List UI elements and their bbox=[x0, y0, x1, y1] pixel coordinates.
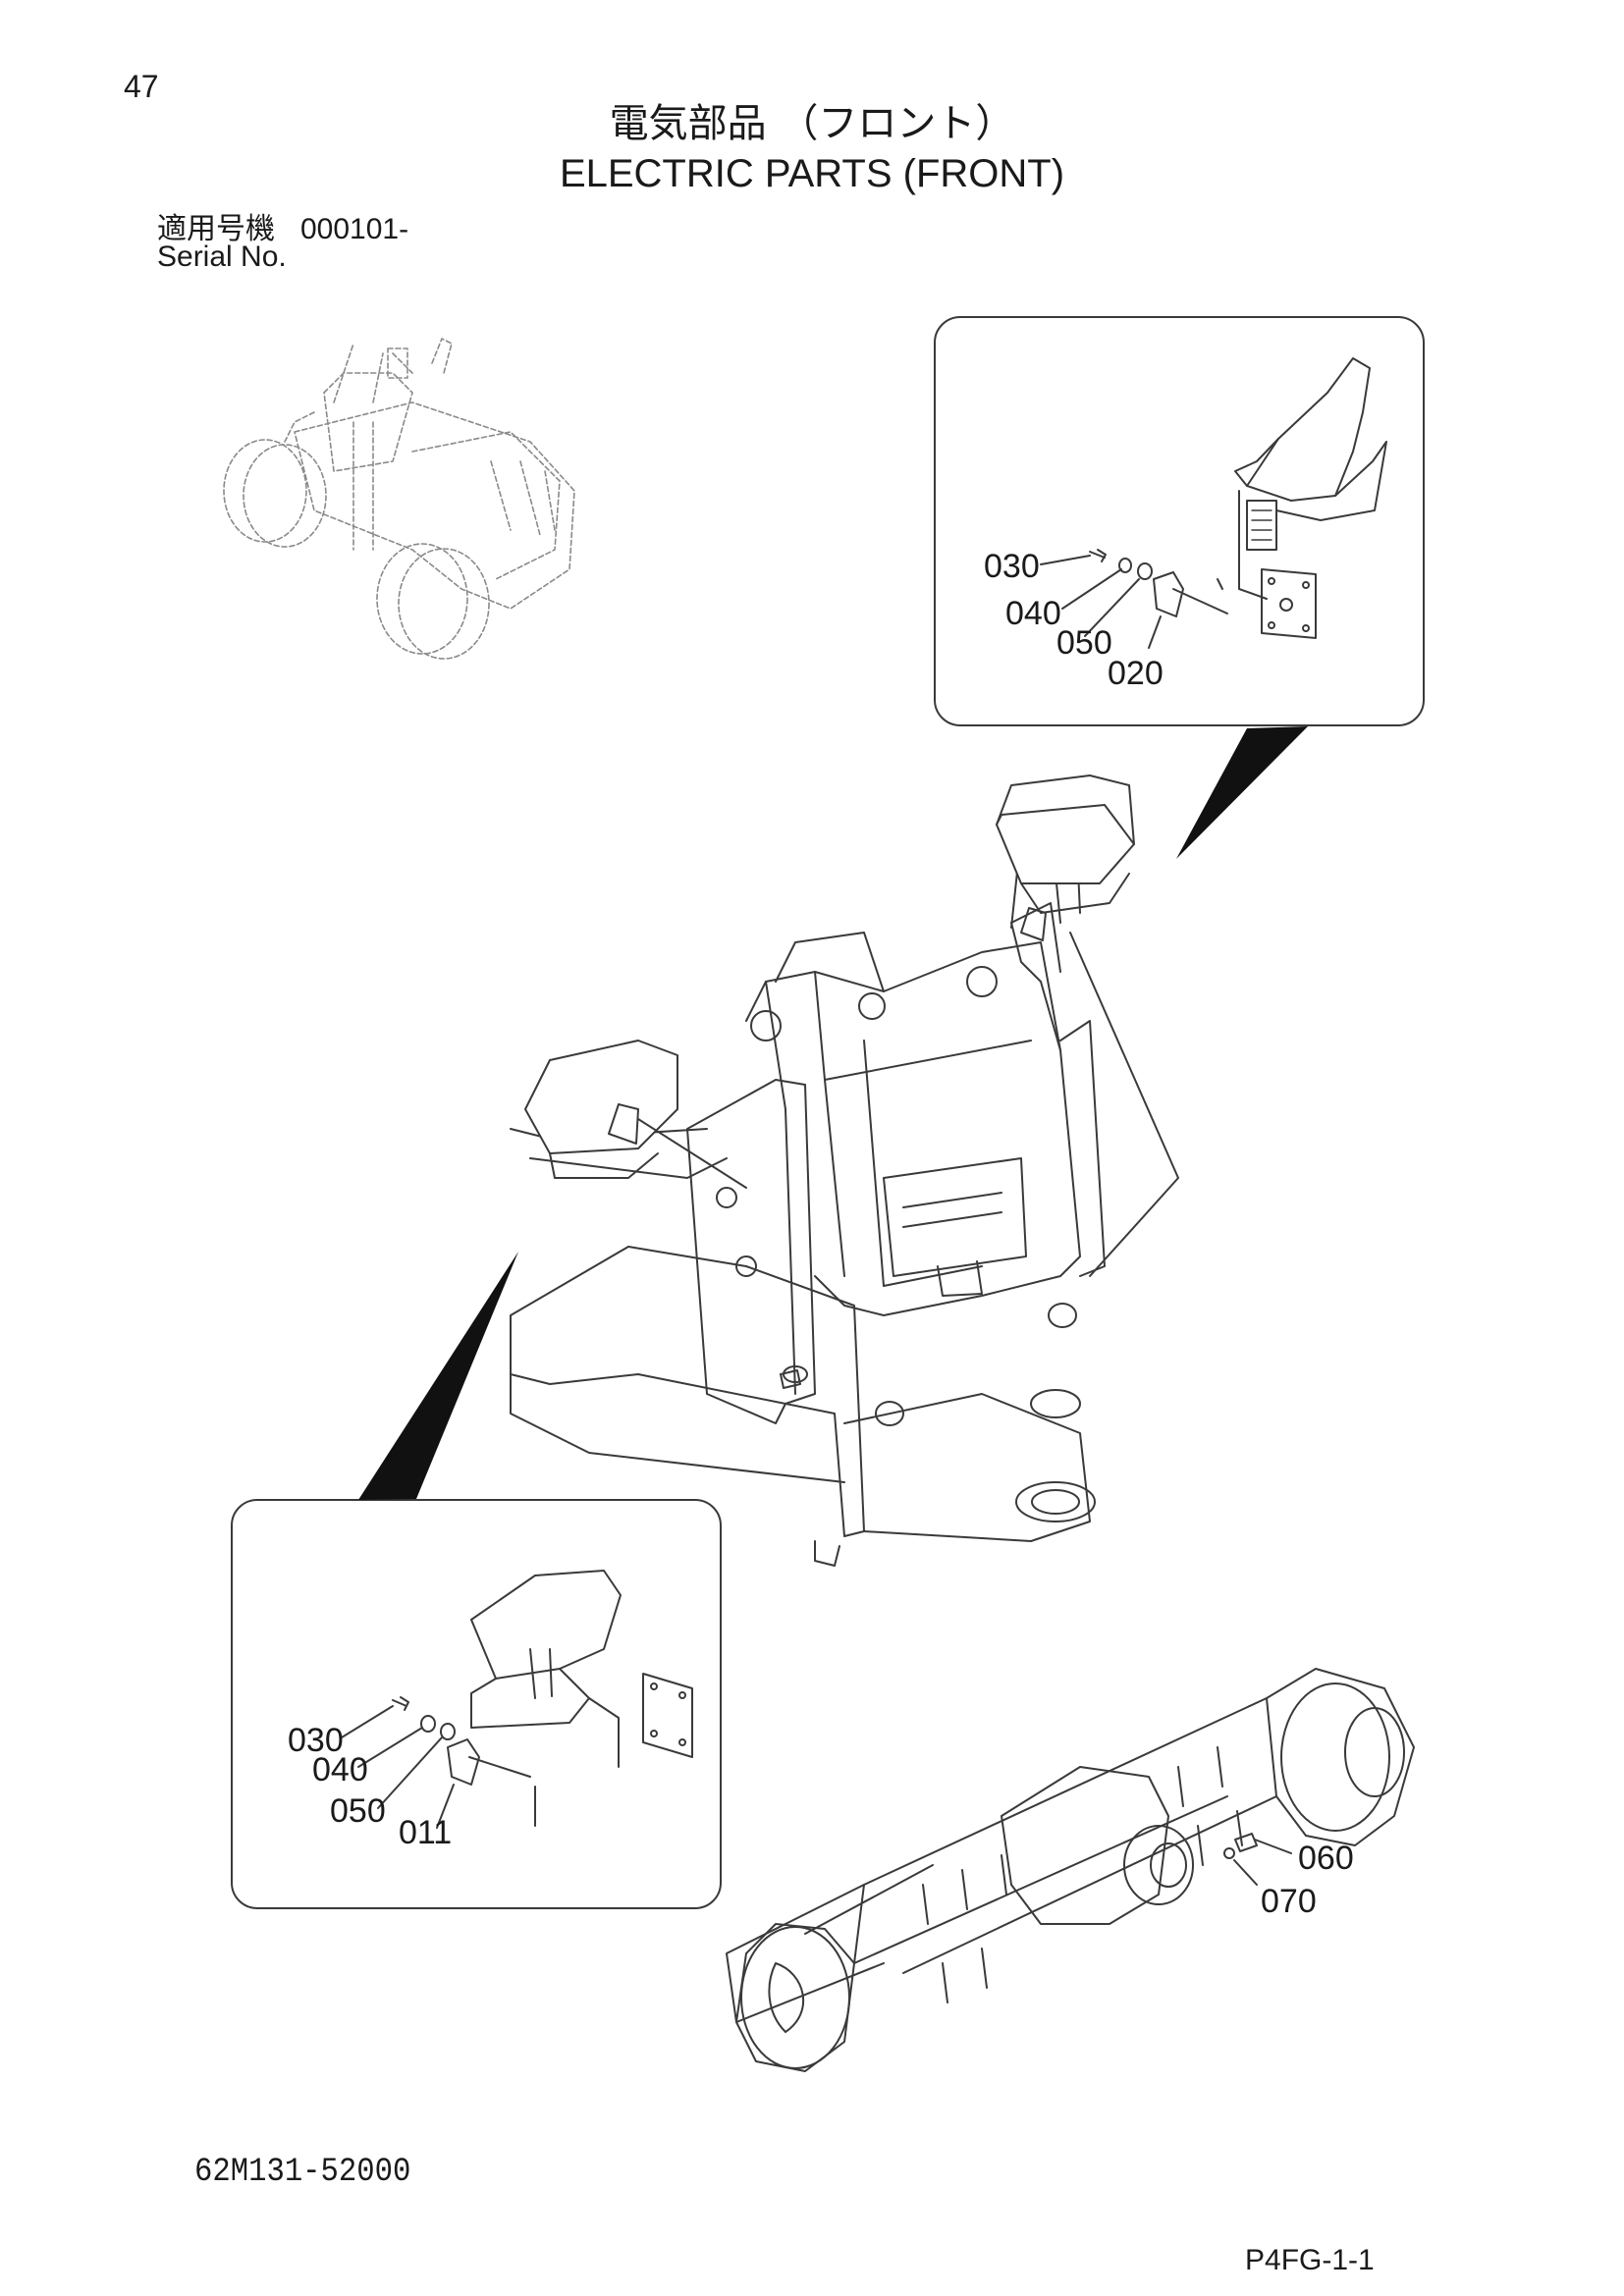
serial-value: 000101- bbox=[300, 213, 409, 245]
sheet-code: P4FG-1-1 bbox=[1245, 2244, 1375, 2276]
axle-illustration bbox=[726, 1668, 1415, 2072]
page-title-japanese: 電気部品 （フロント） bbox=[609, 101, 1015, 146]
page-number: 47 bbox=[124, 69, 159, 104]
callout-040: 040 bbox=[312, 1751, 368, 1789]
machine-overview-illustration bbox=[223, 338, 575, 660]
frame-fitting bbox=[780, 1369, 801, 1389]
drawing-number: 62M131-52000 bbox=[194, 2154, 411, 2191]
detail-pointer-left bbox=[358, 1252, 518, 1500]
callouts-left-detail: 030 040 050 011 bbox=[288, 1722, 452, 1851]
detail-box-bottom-left bbox=[231, 1499, 722, 1909]
callout-050: 050 bbox=[1056, 624, 1112, 662]
serial-label-english: Serial No. bbox=[157, 240, 287, 273]
callout-030: 030 bbox=[288, 1722, 344, 1759]
callout-011: 011 bbox=[399, 1814, 452, 1851]
detail-box-top-right bbox=[934, 316, 1425, 726]
callout-020: 020 bbox=[1108, 655, 1164, 692]
serial-line-japanese: 適用号機 000101- bbox=[157, 204, 408, 247]
page-title-english: ELECTRIC PARTS (FRONT) bbox=[559, 152, 1065, 195]
callout-070: 070 bbox=[1261, 1883, 1317, 1920]
callout-040: 040 bbox=[1005, 595, 1061, 632]
callout-050: 050 bbox=[330, 1792, 386, 1830]
detail-pointer-top bbox=[1176, 726, 1308, 859]
callout-030: 030 bbox=[984, 548, 1040, 585]
callouts-axle: 060 070 bbox=[1261, 1840, 1354, 1920]
front-frame-illustration bbox=[510, 774, 1179, 1567]
callouts-top-detail: 030 040 050 020 bbox=[984, 548, 1164, 692]
serial-label-japanese: 適用号機 bbox=[157, 212, 275, 246]
callout-060: 060 bbox=[1298, 1840, 1354, 1877]
